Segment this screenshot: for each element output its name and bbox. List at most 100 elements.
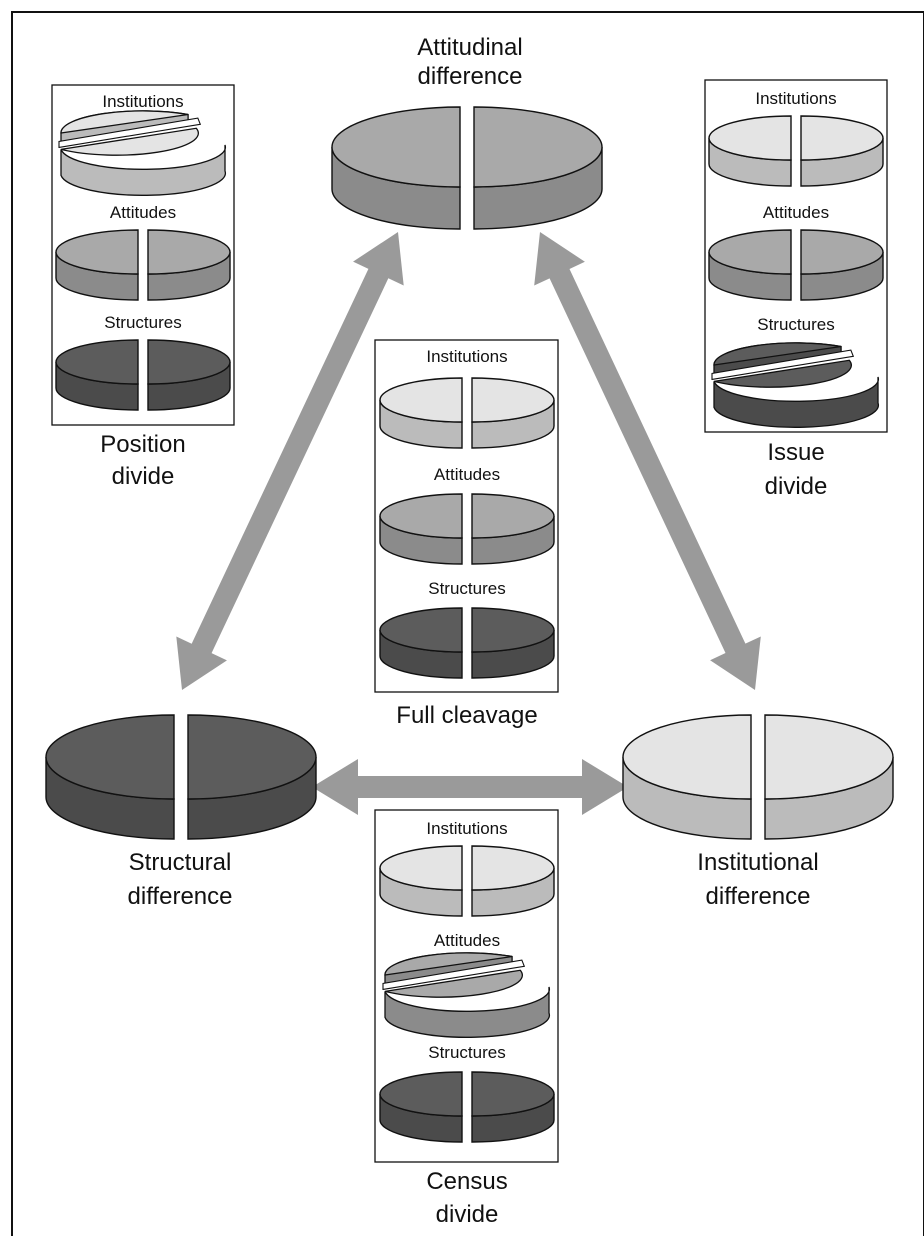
full-attitudes-pie-left-half bbox=[379, 493, 463, 565]
full-structures-pie bbox=[379, 607, 555, 679]
position-institutions-pie bbox=[58, 110, 227, 196]
attitudinal-label-line1: Attitudinal bbox=[417, 34, 522, 61]
outer-border bbox=[11, 11, 924, 1236]
position-attitudes-pie-left-half bbox=[55, 229, 139, 301]
position-institutions-pie-back-top bbox=[60, 110, 189, 134]
issue-attitudes-pie-left-half bbox=[708, 229, 792, 301]
issue-structures-pie-back-piece bbox=[713, 342, 842, 375]
census-attitudes-pie-front-side bbox=[384, 986, 551, 1038]
census-attitudes-pie-back-piece bbox=[384, 952, 513, 985]
full-layer-label-attitudes: Attitudes bbox=[434, 465, 500, 484]
issue-structures-pie-front-piece bbox=[711, 349, 880, 428]
pies-layer bbox=[45, 106, 894, 1143]
full-attitudes-pie-left-half-top bbox=[379, 493, 463, 539]
issue-attitudes-pie bbox=[708, 229, 884, 301]
census-divide-caption-line1: Census bbox=[426, 1168, 507, 1195]
full-layer-label-institutions: Institutions bbox=[426, 347, 507, 366]
issue-structures-pie-back-top bbox=[713, 342, 842, 366]
structural-pie bbox=[45, 714, 317, 840]
full-structures-pie-right-half bbox=[471, 607, 555, 679]
issue-structures-pie-front-side bbox=[713, 376, 880, 428]
arrow-attitudinal-structural bbox=[176, 232, 404, 690]
position-layer-label-institutions: Institutions bbox=[102, 92, 183, 111]
position-institutions-pie-cut-band bbox=[58, 117, 202, 149]
arrows-layer bbox=[176, 232, 761, 815]
attitudinal-pie-left-half bbox=[331, 106, 461, 230]
structural-pie-left-half bbox=[45, 714, 175, 840]
issue-institutions-pie-right-half-top bbox=[800, 115, 884, 161]
issue-attitudes-pie-right-half-top bbox=[800, 229, 884, 275]
full-institutions-pie-right-half-top bbox=[471, 377, 555, 423]
attitudinal-pie bbox=[331, 106, 603, 230]
position-layer-label-attitudes: Attitudes bbox=[110, 203, 176, 222]
issue-divide-caption-line2: divide bbox=[765, 473, 828, 500]
arrow-attitudinal-institutional bbox=[534, 232, 761, 690]
issue-divide-caption-line1: Issue bbox=[767, 439, 824, 466]
census-institutions-pie bbox=[379, 845, 555, 917]
position-institutions-pie-front-piece bbox=[58, 117, 227, 196]
structural-label-line1: Structural bbox=[129, 849, 232, 876]
census-structures-pie-left-half bbox=[379, 1071, 463, 1143]
census-attitudes-pie-cut-band bbox=[382, 959, 526, 991]
arrow-structural-institutional bbox=[312, 759, 628, 815]
full-structures-pie-left-half bbox=[379, 607, 463, 679]
position-structures-pie bbox=[55, 339, 231, 411]
census-attitudes-pie-front-piece bbox=[382, 959, 551, 1038]
structural-pie-left-half-top bbox=[45, 714, 175, 800]
census-institutions-pie-right-half-top bbox=[471, 845, 555, 891]
institutional-pie-left-half bbox=[622, 714, 752, 840]
census-layer-label-institutions: Institutions bbox=[426, 819, 507, 838]
full-layer-label-structures: Structures bbox=[428, 579, 505, 598]
census-attitudes-pie-back-top bbox=[384, 952, 513, 976]
census-layer-label-structures: Structures bbox=[428, 1043, 505, 1062]
position-divide-caption-line1: Position bbox=[100, 431, 185, 458]
position-structures-pie-left-half-top bbox=[55, 339, 139, 385]
structural-pie-right-half bbox=[187, 714, 317, 840]
issue-attitudes-pie-left-half-top bbox=[708, 229, 792, 275]
position-attitudes-pie-right-half-top bbox=[147, 229, 231, 275]
full-institutions-pie-right-half bbox=[471, 377, 555, 449]
institutional-label-line1: Institutional bbox=[697, 849, 818, 876]
issue-structures-pie-front-top bbox=[713, 359, 852, 388]
position-attitudes-pie bbox=[55, 229, 231, 301]
issue-layer-label-structures: Structures bbox=[757, 315, 834, 334]
issue-structures-pie bbox=[711, 342, 880, 428]
attitudinal-label-line2: difference bbox=[418, 63, 523, 90]
full-institutions-pie bbox=[379, 377, 555, 449]
position-structures-pie-right-half bbox=[147, 339, 231, 411]
census-structures-pie-right-half bbox=[471, 1071, 555, 1143]
attitudinal-pie-right-half bbox=[473, 106, 603, 230]
attitudinal-pie-right-half-top bbox=[473, 106, 603, 188]
position-institutions-pie-back-piece bbox=[60, 110, 189, 143]
full-attitudes-pie bbox=[379, 493, 555, 565]
institutional-pie-right-half bbox=[764, 714, 894, 840]
census-divide-caption-line2: divide bbox=[436, 1201, 499, 1228]
full-institutions-pie-left-half-top bbox=[379, 377, 463, 423]
census-structures-pie-right-half-top bbox=[471, 1071, 555, 1117]
census-structures-pie-left-half-top bbox=[379, 1071, 463, 1117]
full-attitudes-pie-right-half-top bbox=[471, 493, 555, 539]
institutional-pie-right-half-top bbox=[764, 714, 894, 800]
census-institutions-pie-left-half bbox=[379, 845, 463, 917]
census-attitudes-pie-front-top bbox=[384, 969, 523, 998]
structural-label-line2: difference bbox=[128, 883, 233, 910]
position-structures-pie-left-half bbox=[55, 339, 139, 411]
attitudinal-pie-left-half-top bbox=[331, 106, 461, 188]
institutional-pie-left-half-top bbox=[622, 714, 752, 800]
full-attitudes-pie-right-half bbox=[471, 493, 555, 565]
issue-institutions-pie bbox=[708, 115, 884, 187]
institutional-label-line2: difference bbox=[706, 883, 811, 910]
institutional-pie bbox=[622, 714, 894, 840]
full-structures-pie-left-half-top bbox=[379, 607, 463, 653]
position-institutions-pie-front-side bbox=[60, 144, 227, 196]
position-layer-label-structures: Structures bbox=[104, 313, 181, 332]
census-layer-label-attitudes: Attitudes bbox=[434, 931, 500, 950]
full-structures-pie-right-half-top bbox=[471, 607, 555, 653]
position-structures-pie-right-half-top bbox=[147, 339, 231, 385]
full-institutions-pie-left-half bbox=[379, 377, 463, 449]
full-cleavage-caption: Full cleavage bbox=[396, 702, 537, 729]
position-attitudes-pie-left-half-top bbox=[55, 229, 139, 275]
issue-institutions-pie-left-half-top bbox=[708, 115, 792, 161]
